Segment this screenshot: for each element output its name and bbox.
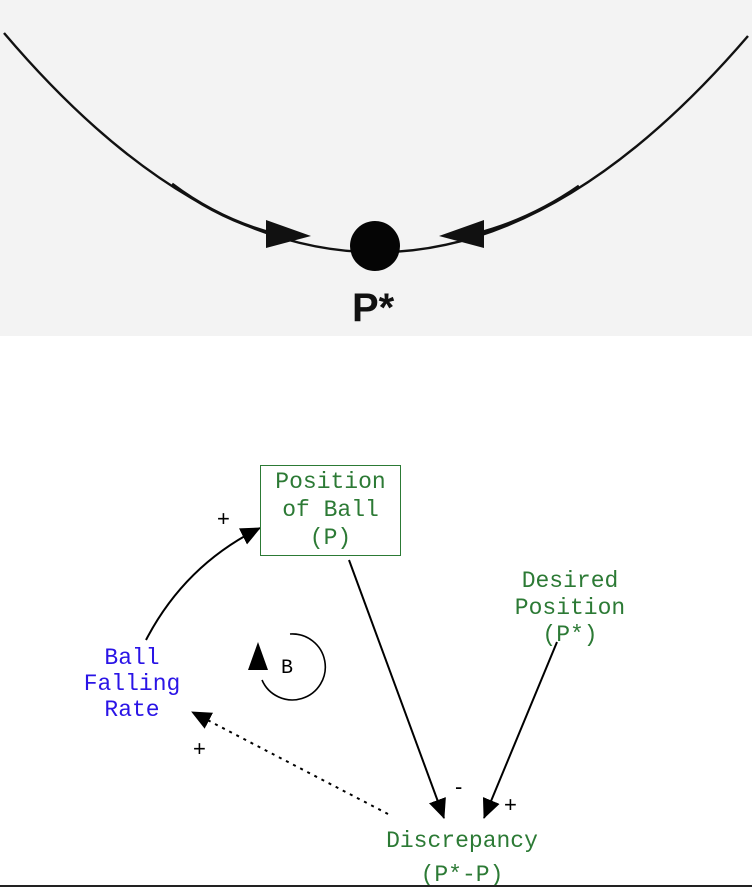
sign-position-to-discrepancy: - [455,774,463,799]
rate-node-line-1: Ball [104,645,160,671]
link-position-to-discrepancy [348,559,446,819]
rate-node-line-3: Rate [104,697,160,723]
ball [350,221,400,271]
discrepancy-node-line-1: Discrepancy [386,828,538,854]
desired-node-line-1: Desired [521,568,619,594]
desired-node-line-3: (P*) [542,622,598,648]
position-node-line-2: of Ball [282,497,379,523]
sign-discrepancy-to-rate: + [193,736,206,761]
sign-desired-to-discrepancy: + [504,792,517,817]
bottom-divider [0,885,752,887]
bowl-illustration-panel: P* [0,0,752,336]
rate-node-line-2: Falling [83,671,181,697]
balancing-loop-arrow [261,633,327,701]
balancing-loop-label: B [281,657,294,680]
balancing-loop-arrowhead [248,642,268,670]
bowl-illustration [3,32,749,271]
position-node-line-1: Position [275,469,386,495]
position-of-ball-stock [260,465,401,556]
equilibrium-label: P* [352,286,395,330]
desired-node-line-2: Position [514,595,626,621]
link-rate-to-position [145,527,261,641]
position-node-line-3: (P) [309,525,352,551]
right-force-arrow-head [439,220,484,248]
discrepancy-node-line-2: (P*-P) [420,862,504,888]
left-force-arrow-shaft [171,182,276,236]
link-discrepancy-to-rate [191,711,389,815]
left-force-arrow-head [266,220,311,248]
right-force-arrow-shaft [474,184,580,236]
sign-rate-to-position: + [217,506,230,531]
link-desired-to-discrepancy [482,641,558,819]
